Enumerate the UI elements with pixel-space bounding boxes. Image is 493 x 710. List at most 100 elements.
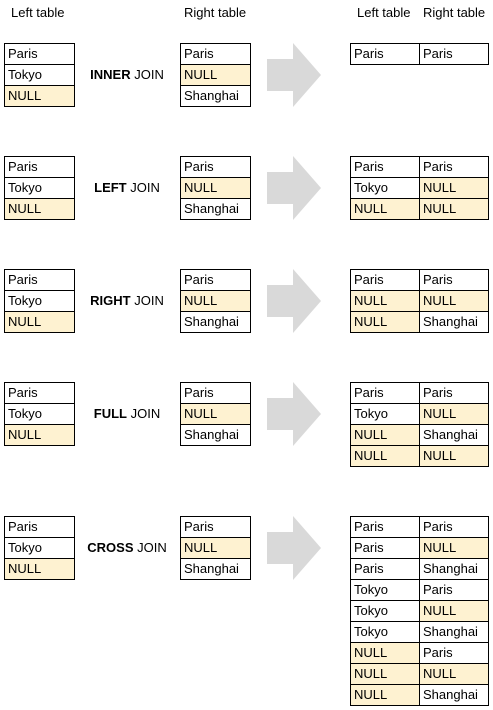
result-right-cell: NULL: [419, 290, 489, 312]
result-right-cell: NULL: [419, 663, 489, 685]
result-right-cell: Paris: [419, 382, 489, 404]
table-row: NULL: [180, 177, 251, 199]
table-row: NULL: [180, 537, 251, 559]
arrow-shape: [267, 156, 321, 220]
table-row: Paris: [180, 156, 251, 178]
left-table-cell: NULL: [4, 85, 75, 107]
table-row: Paris: [4, 156, 75, 178]
result-left-cell: NULL: [350, 642, 420, 664]
arrow-icon: [267, 156, 321, 220]
result-left-cell: NULL: [350, 684, 420, 706]
arrow-icon: [267, 382, 321, 446]
join-keyword: FULL: [93, 406, 127, 421]
left-table-cell: Paris: [4, 156, 75, 178]
result-left-cell: Paris: [350, 156, 420, 178]
table-row: Tokyo: [4, 64, 75, 86]
table-row: NULL: [4, 558, 75, 580]
table-row: Paris: [4, 269, 75, 291]
join-keyword: CROSS: [87, 540, 134, 555]
table-row: NULL: [4, 198, 75, 220]
table-row: Paris: [4, 516, 75, 538]
result-left-cell: NULL: [350, 445, 420, 467]
table-row: Tokyo: [4, 537, 75, 559]
left-table-cell: Paris: [4, 43, 75, 65]
header-left-table: Left table: [11, 5, 65, 20]
result-left-cell: NULL: [350, 424, 420, 446]
right-table-cell: Shanghai: [180, 85, 251, 107]
arrow-shape: [267, 269, 321, 333]
result-left-cell: Paris: [350, 43, 420, 65]
table-row: Tokyo: [4, 290, 75, 312]
left-table-cell: Tokyo: [4, 290, 75, 312]
join-suffix: JOIN: [130, 67, 164, 82]
table-row: Shanghai: [180, 198, 251, 220]
table-row: Paris: [4, 43, 75, 65]
left-table-cell: Tokyo: [4, 64, 75, 86]
table-row: NULL: [180, 403, 251, 425]
arrow-shape: [267, 43, 321, 107]
join-suffix: JOIN: [126, 406, 161, 421]
header-result-left: Left table: [357, 5, 411, 20]
right-table-cell: Shanghai: [180, 198, 251, 220]
result-right-cell: Paris: [419, 269, 489, 291]
right-table-cell: Paris: [180, 43, 251, 65]
result-right-cell: NULL: [419, 198, 489, 220]
join-suffix: JOIN: [130, 293, 164, 308]
table-row: Paris: [180, 269, 251, 291]
right-table-cell: NULL: [180, 290, 251, 312]
right-table-cell: NULL: [180, 403, 251, 425]
right-table-cell: Shanghai: [180, 558, 251, 580]
left-table-cell: Paris: [4, 382, 75, 404]
left-table-cell: NULL: [4, 198, 75, 220]
result-left-cell: NULL: [350, 198, 420, 220]
result-right-cell: Shanghai: [419, 684, 489, 706]
left-table-cell: Paris: [4, 269, 75, 291]
result-left-cell: Tokyo: [350, 403, 420, 425]
result-right-cell: Shanghai: [419, 424, 489, 446]
result-left-cell: Tokyo: [350, 579, 420, 601]
table-row: NULL: [4, 424, 75, 446]
right-table-cell: NULL: [180, 64, 251, 86]
left-table-cell: NULL: [4, 558, 75, 580]
result-right-cell: Paris: [419, 579, 489, 601]
result-right-cell: Shanghai: [419, 558, 489, 580]
join-keyword: RIGHT: [90, 293, 131, 308]
table-row: Paris: [180, 382, 251, 404]
join-label: RIGHT JOIN: [76, 293, 178, 309]
result-left-cell: Tokyo: [350, 600, 420, 622]
table-row: NULL: [4, 85, 75, 107]
right-table-cell: Paris: [180, 382, 251, 404]
table-row: Paris: [4, 382, 75, 404]
result-right-cell: NULL: [419, 177, 489, 199]
join-label: INNER JOIN: [76, 67, 178, 83]
join-label: LEFT JOIN: [76, 180, 178, 196]
arrow-shape: [267, 516, 321, 580]
right-table-cell: Shanghai: [180, 424, 251, 446]
join-label: CROSS JOIN: [76, 540, 178, 556]
result-left-cell: NULL: [350, 311, 420, 333]
